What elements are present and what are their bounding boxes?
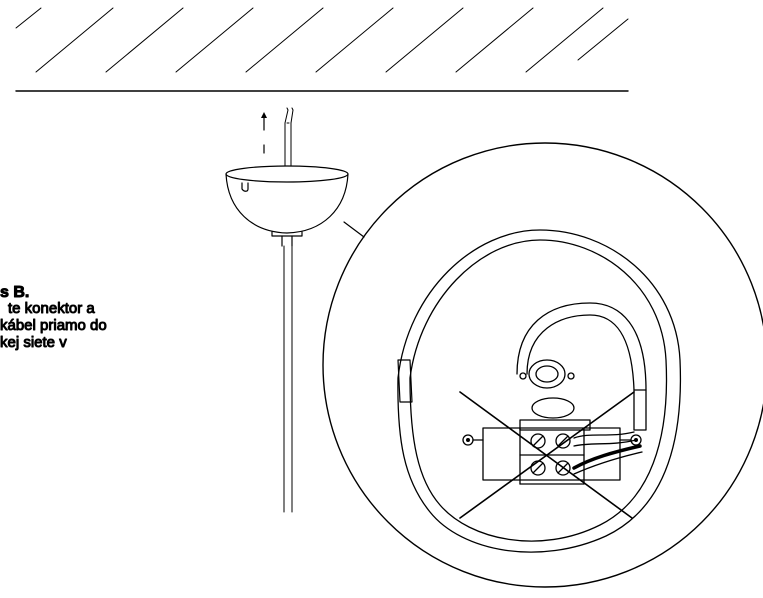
detail-magnified-view [322, 142, 763, 588]
detail-leader-line [343, 221, 365, 238]
ceiling-hatching [15, 7, 629, 73]
cable-loop [516, 302, 647, 431]
ceiling-canopy [225, 165, 349, 247]
up-arrow-icon [261, 112, 267, 154]
canopy-inner-rim [409, 239, 668, 542]
suspension-cable [283, 245, 293, 513]
detail-circle [322, 142, 763, 588]
instruction-line: te konektor a [8, 300, 95, 317]
cross-out-icon [459, 391, 635, 519]
supply-wires [284, 107, 294, 173]
wire-sleeve [397, 359, 413, 403]
instruction-title: s B. [0, 284, 29, 301]
terminal-connector [462, 397, 643, 485]
ceiling [15, 7, 629, 92]
instruction-text: s B. te konektor a kábel priamo do kej s… [0, 284, 107, 352]
instruction-line: kej siete v [0, 334, 67, 351]
instruction-line: kábel priamo do [0, 317, 107, 334]
